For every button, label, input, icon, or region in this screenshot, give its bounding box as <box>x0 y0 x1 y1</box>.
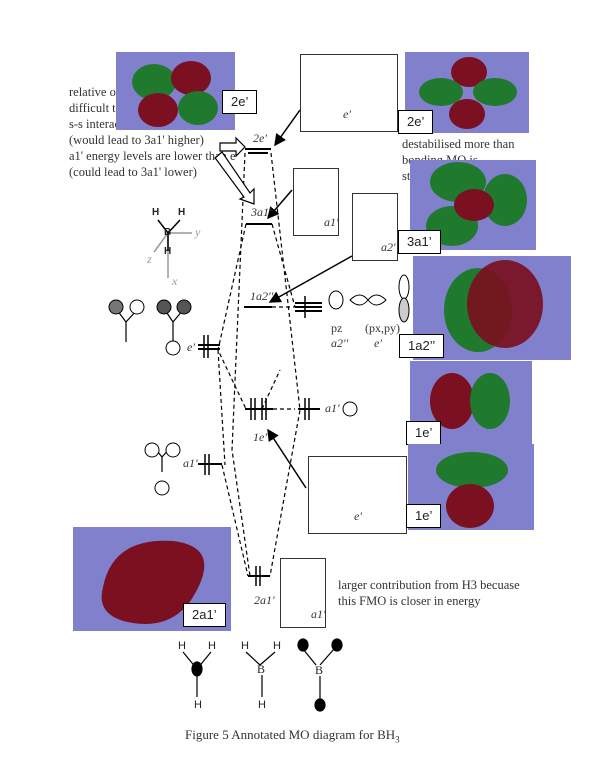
1e-electrons <box>250 398 267 420</box>
orbital-box-1e: e' <box>308 456 407 534</box>
atom-label: B <box>164 227 172 238</box>
mo-image-2e-left <box>116 52 235 130</box>
caption-text: Figure 5 Annotated MO diagram for BH <box>185 727 396 742</box>
mo-image-3a1 <box>410 160 536 250</box>
note-line: a1' energy levels are lower than e' <box>69 149 238 163</box>
note-line: larger contribution from H3 becuase <box>338 578 520 592</box>
h3-a1-label: a1' <box>183 456 198 470</box>
orbital-box-3a1: a1' <box>293 168 339 236</box>
atom-label: H <box>178 207 186 218</box>
note-line: (would lead to 3a1' higher) <box>69 133 204 147</box>
atom-label: B <box>315 663 324 677</box>
level-label-2a1: 2a1' <box>254 593 275 607</box>
h3-e-label: e' <box>187 340 195 354</box>
mo-label-1e-top: 1e’ <box>406 421 442 445</box>
mo-label-1e-bottom: 1e’ <box>406 504 442 528</box>
level-label-2e: 2e' <box>253 131 267 145</box>
b-p-level <box>295 296 322 318</box>
orbital-box-a2: a2'' <box>352 193 398 261</box>
caption-sub: 3 <box>395 734 400 745</box>
mo-label-2a1: 2a1’ <box>183 603 226 627</box>
label-text: 1a2’’ <box>408 338 436 353</box>
atom-label: H <box>258 699 266 711</box>
note-line: difficult to <box>69 101 122 115</box>
note-line: relative orc <box>69 85 126 99</box>
mo-label-1a2: 1a2’’ <box>399 334 445 358</box>
axis-y: y <box>195 225 201 239</box>
mo-label-2e-left: 2e’ <box>222 90 258 114</box>
orbital-box-2a1: a1' <box>280 558 326 628</box>
atom-label: H <box>152 207 160 218</box>
orbital-box-2e: e' <box>300 54 398 132</box>
arrow <box>267 189 293 220</box>
note-line: st <box>402 169 411 183</box>
pz-label: pz <box>331 321 343 335</box>
atom-label: H <box>164 246 172 257</box>
figure-caption: Figure 5 Annotated MO diagram for BH3 <box>185 727 400 745</box>
label-text: 3a1’ <box>407 234 432 249</box>
a2-label: a2'' <box>331 336 349 350</box>
b-s-level <box>298 398 320 420</box>
2a1-electrons <box>255 566 261 586</box>
box-label: a2'' <box>381 240 399 254</box>
atom-label: H <box>208 640 216 652</box>
mo-image-2a1 <box>73 527 231 631</box>
note-line: this FMO is closer in energy <box>338 594 481 608</box>
pxpy-label: (px,py) <box>365 321 400 335</box>
level-label-1e: 1e' <box>253 430 267 444</box>
atom-label: H <box>178 640 186 652</box>
level-label-1a2: 1a2'' <box>250 289 274 303</box>
arrow <box>274 109 301 147</box>
arrow <box>267 428 307 489</box>
atom-label: H <box>194 699 202 711</box>
hollow-arrow <box>219 136 246 158</box>
axis-x: x <box>172 274 178 288</box>
mo-label-2e-right: 2e’ <box>398 110 434 134</box>
bottom-note: larger contribution from H3 becuase this… <box>338 577 558 609</box>
axis-system <box>153 232 192 278</box>
hollow-arrow <box>214 151 255 205</box>
mo-label-3a1: 3a1’ <box>398 230 441 254</box>
note-line: destabilised more than <box>402 137 515 151</box>
b-s-label: a1' <box>325 401 340 415</box>
level-2e <box>245 148 271 154</box>
left-note: relative orc difficult to s-s interact (… <box>69 84 269 180</box>
bottom-molecules <box>182 638 343 712</box>
note-line: s-s interact <box>69 117 124 131</box>
box-label: a1' <box>324 215 339 229</box>
axis-z: z <box>147 252 152 266</box>
box-label: e' <box>343 107 351 121</box>
mo-image-2e-right <box>405 52 529 133</box>
level-label-3a1: 3a1' <box>251 205 272 219</box>
h3-e-level <box>198 335 220 358</box>
atom-label: H <box>241 640 249 652</box>
atom-label: B <box>257 662 266 676</box>
h-atoms <box>108 299 192 496</box>
box-label: a1' <box>311 607 326 621</box>
note-line: (could lead to 3a1' lower) <box>69 165 197 179</box>
h3-a1-level <box>198 454 222 475</box>
arrow <box>268 255 353 303</box>
b-orbitals <box>328 274 410 417</box>
e-label: e' <box>374 336 382 350</box>
box-label: e' <box>354 509 362 523</box>
atom-label: H <box>273 640 281 652</box>
